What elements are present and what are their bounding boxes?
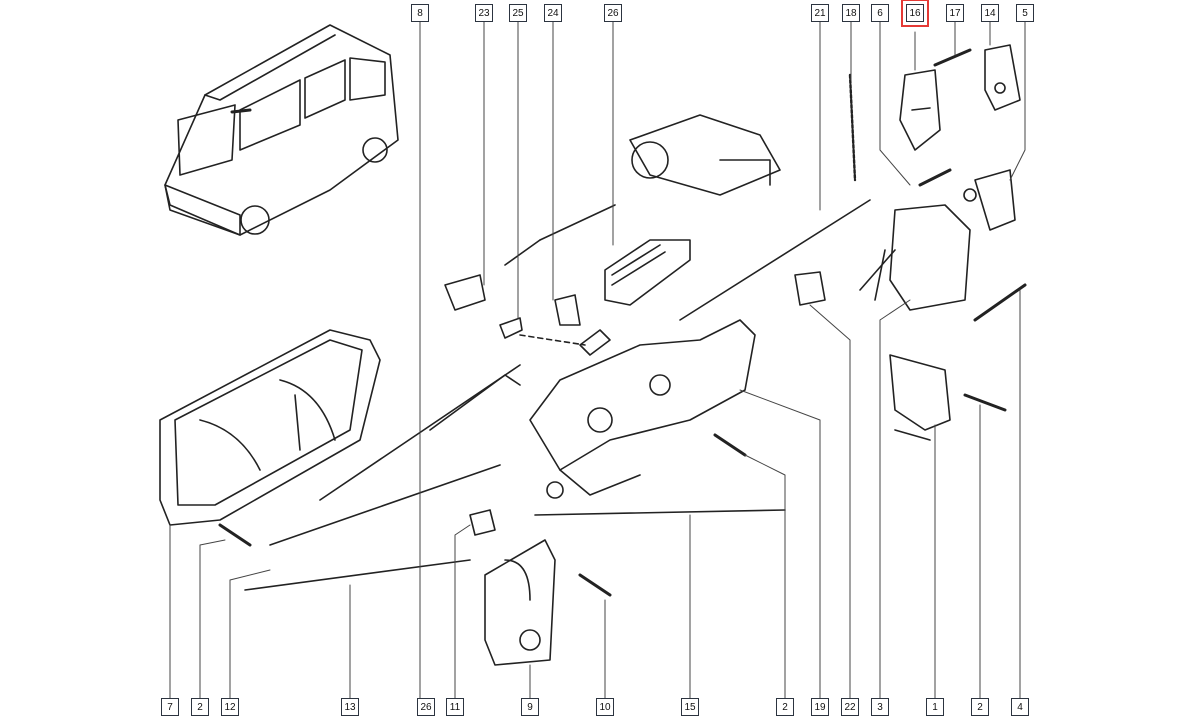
callout-26-top: 26 [604,4,622,22]
striker-14 [984,44,1021,111]
callout-16-highlighted: 16 [901,0,929,27]
callout-9: 9 [521,698,539,716]
callout-1: 1 [926,698,944,716]
callout-26-bottom: 26 [417,698,435,716]
lock-body-3 [859,204,971,311]
callout-19: 19 [811,698,829,716]
callout-18: 18 [842,4,860,22]
callout-5: 5 [1016,4,1034,22]
callout-13: 13 [341,698,359,716]
callout-25: 25 [509,4,527,22]
van-illustration [164,24,399,236]
handle-assembly [159,329,381,526]
lever-bracket [484,539,556,666]
linkage-rods [244,199,871,591]
callout-17: 17 [946,4,964,22]
small-parts [444,274,611,536]
spring-18 [848,73,857,182]
lock-cylinder [629,114,781,196]
clip-22 [794,271,826,306]
callout-6: 6 [871,4,889,22]
callout-8: 8 [411,4,429,22]
callout-2-a: 2 [191,698,209,716]
bracket-1 [889,354,951,441]
callout-3: 3 [871,698,889,716]
callout-7: 7 [161,698,179,716]
callout-11: 11 [446,698,464,716]
callout-4: 4 [1011,698,1029,716]
callout-24: 24 [544,4,562,22]
callout-12: 12 [221,698,239,716]
callout-2-b: 2 [776,698,794,716]
callout-10: 10 [596,698,614,716]
callout-22: 22 [841,698,859,716]
callout-15: 15 [681,698,699,716]
door-lock-mechanism [529,319,756,499]
latch-plate-6 [899,69,941,151]
leader-lines [169,19,1026,701]
callout-23: 23 [475,4,493,22]
striker-5 [963,169,1016,231]
screws [218,48,1027,597]
callout-2-c: 2 [971,698,989,716]
callout-14: 14 [981,4,999,22]
actuator-motor [504,204,691,306]
callout-21: 21 [811,4,829,22]
